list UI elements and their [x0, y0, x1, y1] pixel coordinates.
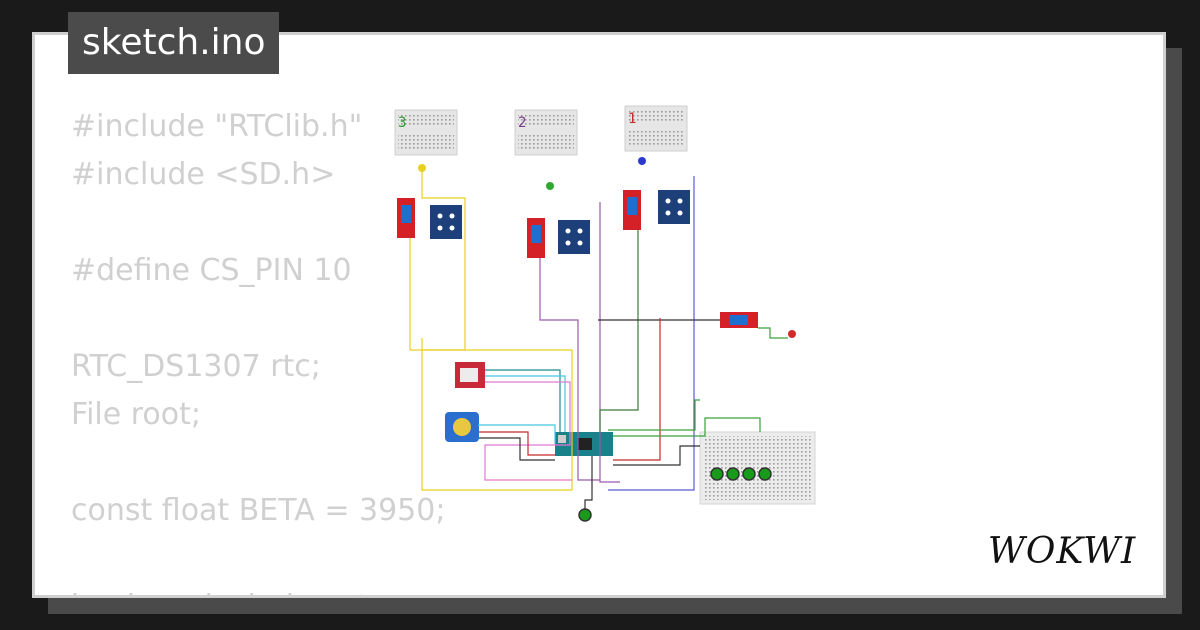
led-red [788, 330, 796, 338]
breadboard-2: 2 [514, 109, 578, 156]
breadboard-2-label: 2 [518, 115, 526, 131]
preview-card: #include "RTClib.h" #include <SD.h> #def… [32, 32, 1166, 598]
pushbutton [710, 467, 724, 481]
relay-module-2 [527, 218, 545, 258]
code-line [71, 535, 445, 583]
breadboard-3: 3 [394, 109, 458, 156]
relay-module-1 [623, 190, 641, 230]
rtc-module [445, 412, 479, 442]
code-line: #include <SD.h> [71, 157, 336, 192]
wokwi-logo: WOKWI [988, 531, 1136, 572]
breadboard-3-label: 3 [398, 115, 406, 131]
sd-card-module [455, 362, 485, 388]
sensor-board-2 [558, 220, 590, 254]
relay-module-3 [397, 198, 415, 238]
pushbutton-single [578, 508, 592, 522]
code-line: File root; [71, 397, 201, 432]
code-line: #define CS_PIN 10 [71, 253, 352, 288]
led-blue [638, 157, 646, 165]
code-line: const float BETA = 3950; [71, 493, 446, 528]
breadboard-1: 1 [624, 105, 688, 152]
pushbutton [726, 467, 740, 481]
arduino-nano [555, 432, 613, 456]
sensor-board-1 [658, 190, 690, 224]
code-line: bool produzindo = true; [71, 583, 445, 595]
pushbutton [742, 467, 756, 481]
button-breadboard [699, 431, 816, 505]
wires [409, 168, 788, 510]
code-line: #include "RTClib.h" [71, 109, 363, 144]
code-line: RTC_DS1307 rtc; [71, 349, 321, 384]
relay-module-4 [720, 312, 758, 328]
circuit-diagram: 3 2 1 [394, 105, 816, 522]
breadboard-1-label: 1 [628, 111, 636, 127]
wokwi-logo-text: WOKWI [988, 531, 1136, 572]
code-preview: #include "RTClib.h" #include <SD.h> #def… [71, 103, 446, 595]
file-tab[interactable]: sketch.ino [68, 12, 280, 74]
led-green [546, 182, 554, 190]
pushbutton [758, 467, 772, 481]
sensor-board-3 [430, 205, 462, 239]
